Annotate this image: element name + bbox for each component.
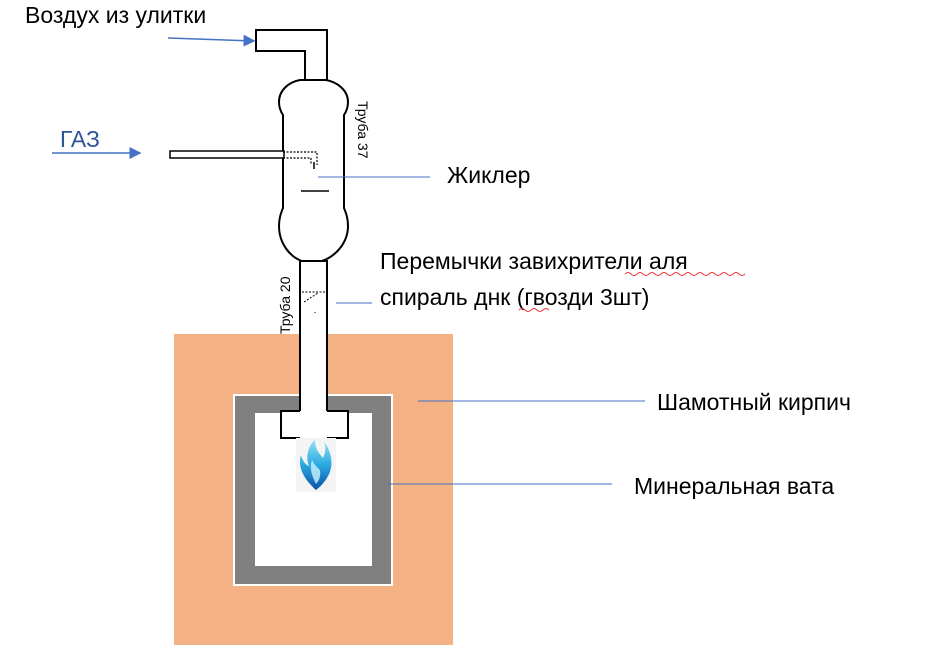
air-inlet-elbow (255, 29, 328, 83)
spellcheck-underline-1 (624, 272, 746, 276)
nozzle-head (280, 410, 349, 439)
pipe-20-label: Труба 20 (277, 276, 293, 334)
gas-inlet-tube (169, 150, 285, 159)
jet-nozzle (283, 151, 318, 165)
jet-label: Жиклер (447, 162, 530, 188)
air-inlet-label: Воздух из улитки (25, 2, 206, 28)
swirl-nails (302, 291, 326, 313)
swirl-label-line1: Перемычки завихрители аля (380, 248, 688, 274)
fireclay-label: Шамотный кирпич (657, 389, 851, 415)
mineral-wool-label: Минеральная вата (634, 473, 834, 499)
gas-label: ГАЗ (60, 126, 100, 152)
swirl-label-line2: спираль днк (гвозди 3шт) (380, 284, 649, 310)
spellcheck-underline-2 (518, 308, 550, 312)
pipe-37-label: Труба 37 (355, 101, 371, 159)
mixing-chamber-pipe-37 (277, 79, 350, 263)
air-arrow (167, 34, 256, 47)
burner-pipe-20 (299, 260, 328, 414)
flame-icon (296, 438, 336, 492)
